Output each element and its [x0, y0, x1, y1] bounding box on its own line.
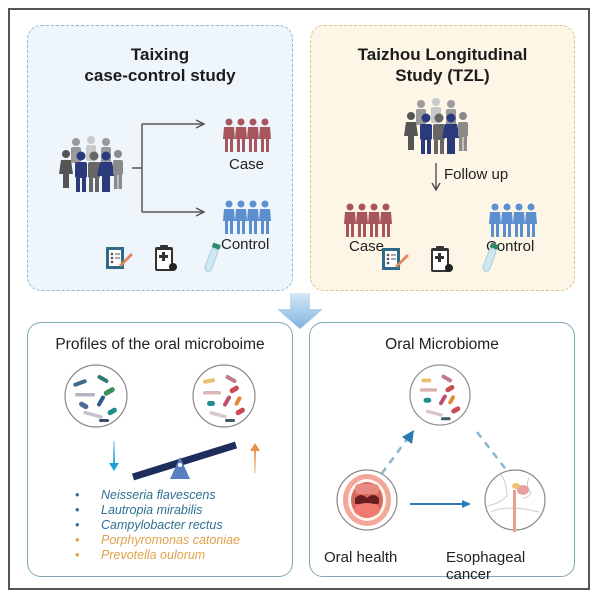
oral-microbiome-title: Oral Microbiome — [385, 336, 499, 353]
control-microbiome-icon — [64, 364, 128, 428]
tzl-title-line1: Taizhou Longitudinal — [357, 45, 528, 64]
medical-record-icon — [155, 245, 177, 271]
bullet-icon: • — [75, 518, 80, 532]
taixing-panel: Taixing case-control study Case — [27, 25, 293, 291]
esophageal-cancer-icon — [484, 469, 546, 532]
taixing-control-label: Control — [221, 236, 270, 253]
species-name: Campylobacter rectus — [101, 518, 223, 532]
bullet-icon: • — [75, 548, 80, 562]
species-name: Porphyromonas catoniae — [101, 533, 240, 547]
taixing-title: Taixing case-control study — [28, 44, 292, 86]
bullet-icon: • — [75, 533, 80, 547]
bullet-icon: • — [75, 488, 80, 502]
species-name: Prevotella oulorum — [101, 548, 206, 562]
esophageal-cancer-label: Esophageal cancer — [446, 549, 526, 583]
oral-health-label: Oral health — [324, 549, 398, 566]
profiles-panel: Profiles of the oral microboime — [27, 322, 293, 577]
profiles-title: Profiles of the oral microboime — [55, 336, 265, 353]
case-group-icon — [223, 118, 271, 152]
species-item: • Campylobacter rectus — [75, 518, 240, 533]
tzl-case-label: Case — [349, 238, 385, 255]
tzl-title: Taizhou Longitudinal Study (TZL) — [311, 44, 574, 86]
tzl-title-line2: Study (TZL) — [395, 66, 490, 85]
species-item: • Prevotella oulorum — [75, 548, 240, 563]
case-microbiome-icon — [192, 364, 256, 428]
questionnaire-icon — [106, 247, 133, 269]
tzl-control-label: Control — [486, 238, 535, 255]
oral-health-mouth-icon — [336, 469, 398, 531]
species-item: • Lautropia mirabilis — [75, 503, 240, 518]
sample-tube-icon — [482, 242, 499, 272]
dashed-arrow-health-to-microbiome-icon — [372, 430, 414, 485]
flow-down-arrow-icon — [277, 293, 323, 329]
split-arrow-icon — [132, 119, 206, 217]
figure-frame — [8, 8, 590, 590]
species-item: • Porphyromonas catoniae — [75, 533, 240, 548]
increase-arrow-icon — [250, 443, 260, 473]
species-list: • Neisseria flavescens • Lautropia mirabili… — [75, 488, 240, 563]
case-group-icon — [344, 203, 392, 237]
species-item: • Neisseria flavescens — [75, 488, 240, 503]
population-crowd-icon — [404, 98, 468, 154]
tzl-panel: Taizhou Longitudinal Study (TZL) Follow … — [310, 25, 575, 291]
taixing-case-label: Case — [229, 156, 265, 173]
decrease-arrow-icon — [109, 441, 119, 471]
flow-arrow-health-to-cancer-icon — [410, 500, 471, 508]
seesaw-icon — [131, 441, 238, 481]
follow-up-arrow-icon — [431, 163, 441, 192]
follow-up-label: Follow up — [444, 166, 509, 183]
control-group-icon — [489, 203, 537, 237]
questionnaire-icon — [382, 248, 409, 270]
species-name: Neisseria flavescens — [101, 488, 216, 502]
species-name: Lautropia mirabilis — [101, 503, 203, 517]
oral-microbiome-panel: Oral Microbiome — [309, 322, 575, 583]
population-crowd-icon — [59, 136, 123, 192]
control-group-icon — [223, 200, 271, 234]
medical-record-icon — [431, 246, 453, 272]
microbiome-icon — [409, 364, 471, 426]
taixing-title-line2: case-control study — [84, 66, 236, 85]
sample-tube-icon — [204, 242, 221, 272]
bullet-icon: • — [75, 503, 80, 517]
taixing-title-line1: Taixing — [130, 45, 190, 64]
